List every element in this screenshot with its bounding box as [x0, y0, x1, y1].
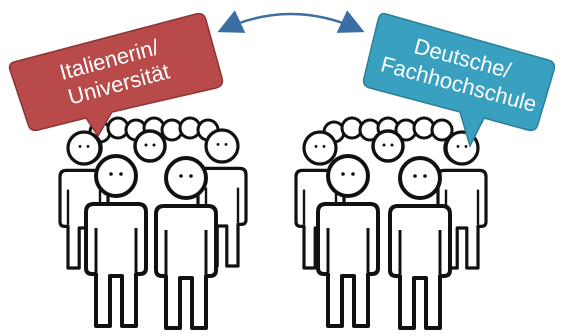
right-crowd [294, 116, 488, 330]
left-crowd [58, 116, 248, 330]
connector-arrow [217, 10, 365, 33]
